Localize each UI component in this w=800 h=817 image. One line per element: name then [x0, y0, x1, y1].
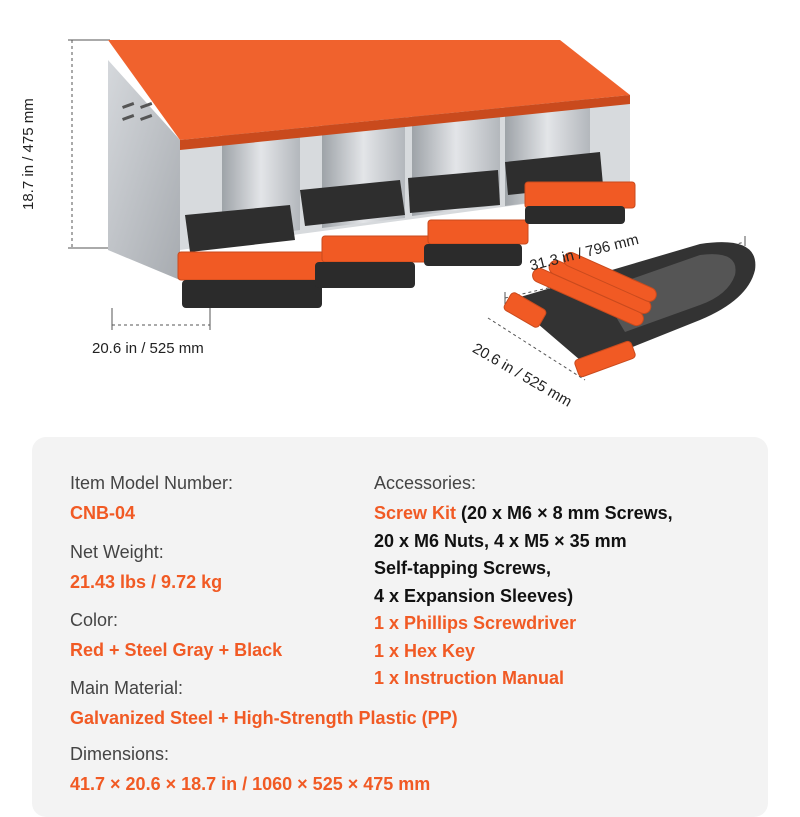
spec-weight: Net Weight: 21.43 lbs / 9.72 kg — [70, 541, 222, 593]
roof — [108, 40, 630, 140]
height-dimension-label: 18.7 in / 475 mm — [20, 98, 37, 210]
spec-dimensions: Dimensions: 41.7 × 20.6 × 18.7 in / 1060… — [70, 743, 430, 795]
accessory-screw-kit: Screw Kit (20 x M6 × 8 mm Screws, — [374, 500, 754, 528]
screw-kit-detail-line: 20 x M6 Nuts, 4 x M5 × 35 mm — [374, 530, 627, 551]
accessory-hex-key: 1 x Hex Key — [374, 640, 476, 661]
nest-bedding — [185, 152, 603, 252]
product-illustration: 18.7 in / 475 mm 20.6 in / 525 mm 31.3 i… — [20, 39, 756, 411]
tray-bases — [182, 206, 625, 308]
spec-label: Net Weight: — [70, 542, 164, 562]
spec-label: Color: — [70, 610, 119, 630]
screw-kit-name: Screw Kit — [374, 503, 457, 523]
accessory-screwdriver: 1 x Phillips Screwdriver — [374, 613, 577, 633]
side-panel — [108, 60, 180, 280]
removable-tray — [503, 242, 756, 378]
spec-model: Item Model Number: CNB-04 — [70, 472, 233, 524]
tray-rails — [177, 181, 636, 281]
spec-label: Main Material: — [70, 678, 184, 698]
screw-kit-detail: (20 x M6 × 8 mm Screws, — [456, 503, 673, 523]
accessory-manual: 1 x Instruction Manual — [374, 668, 565, 688]
spec-value: Galvanized Steel + High-Strength Plastic… — [70, 708, 458, 728]
spec-value: 41.7 × 20.6 × 18.7 in / 1060 × 525 × 475… — [70, 774, 431, 794]
screw-kit-detail-line: 4 x Expansion Sleeves) — [374, 585, 574, 606]
spec-label: Dimensions: — [70, 744, 170, 764]
accessories-list: Accessories: Screw Kit (20 x M6 × 8 mm S… — [374, 472, 754, 693]
nest-box-drawing — [68, 39, 756, 381]
spec-label: Item Model Number: — [70, 473, 234, 493]
spec-card — [32, 437, 768, 817]
spec-color: Color: Red + Steel Gray + Black — [70, 609, 282, 661]
width-dimension-label: 20.6 in / 525 mm — [92, 340, 204, 357]
spec-value: Red + Steel Gray + Black — [70, 640, 283, 660]
spec-material: Main Material: Galvanized Steel + High-S… — [70, 677, 458, 729]
spec-value: 21.43 lbs / 9.72 kg — [70, 572, 223, 592]
screw-kit-detail-line: Self-tapping Screws, — [374, 558, 552, 578]
accessories-label: Accessories: — [374, 473, 477, 493]
spec-value: CNB-04 — [70, 503, 136, 523]
